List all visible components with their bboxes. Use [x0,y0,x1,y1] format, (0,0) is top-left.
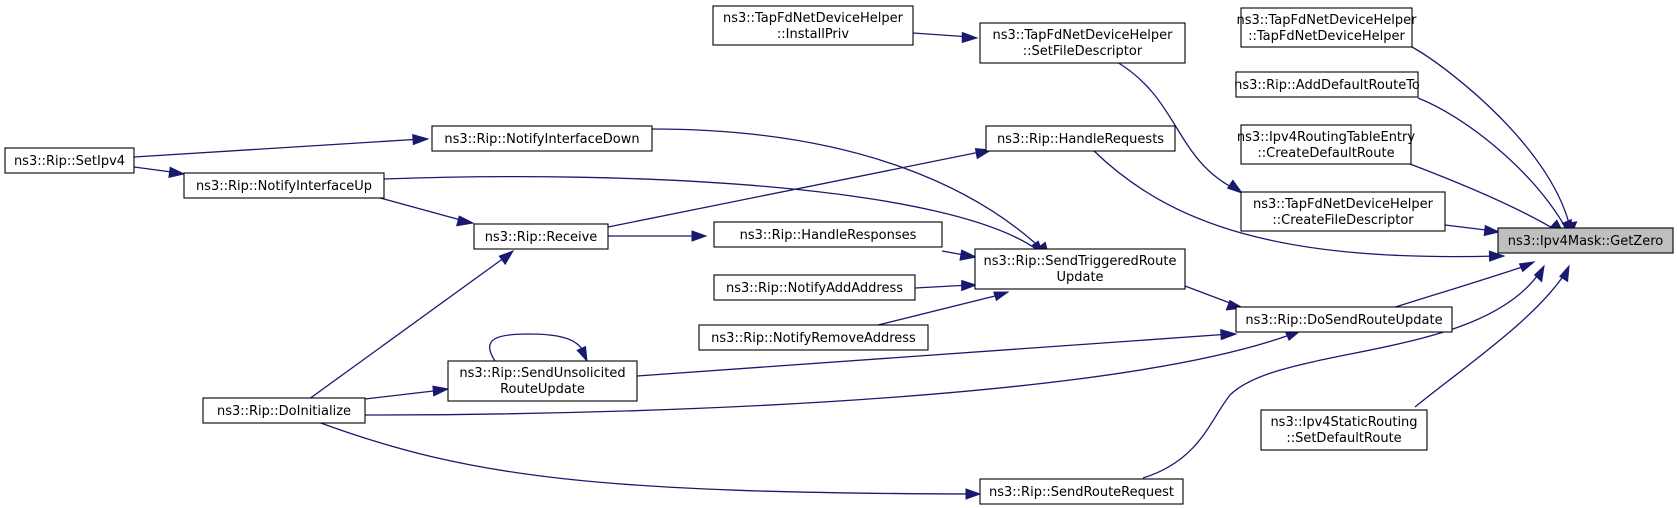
node-sendunsolicited-label-2: RouteUpdate [500,382,585,397]
node-createdefault-label-1: ns3::Ipv4RoutingTableEntry [1237,130,1415,145]
node-rip-doinitialize[interactable]: ns3::Rip::DoInitialize [202,397,366,424]
edge-dosend-to-getzero [1385,261,1536,311]
edge-sendtriggered-to-dosend [1184,285,1245,311]
node-createfd-label-1: ns3::TapFdNetDeviceHelper [1253,197,1434,212]
edge-sendrouterequest-to-getzero [1142,264,1545,479]
node-setfd-label-2: ::SetFileDescriptor [1023,44,1143,59]
node-setfd-label-1: ns3::TapFdNetDeviceHelper [992,28,1173,43]
edge-installpriv-to-setfd [912,31,979,44]
edge-setdefault-to-getzero [1414,264,1570,408]
node-ipv4staticrouting-setdefaultroute[interactable]: ns3::Ipv4StaticRouting ::SetDefaultRoute [1260,409,1428,451]
node-handleresponses-label: ns3::Rip::HandleResponses [740,228,917,243]
edge-sendunsolicited-to-dosend [636,328,1238,377]
node-getzero-label: ns3::Ipv4Mask::GetZero [1508,234,1663,249]
edge-doinitialize-to-receive [304,250,515,403]
node-tapctor-label-2: ::TapFdNetDeviceHelper [1248,29,1405,44]
node-sendtriggered-label-1: ns3::Rip::SendTriggeredRoute [984,254,1177,269]
edge-setfd-to-createfd [1116,61,1244,194]
node-setipv4-label: ns3::Rip::SetIpv4 [14,154,125,169]
edge-handleresponses-to-sendtriggered [941,249,978,261]
node-rip-sendrouterequest[interactable]: ns3::Rip::SendRouteRequest [979,478,1184,505]
node-doinitialize-label: ns3::Rip::DoInitialize [217,404,351,419]
node-rip-handlerequests[interactable]: ns3::Rip::HandleRequests [985,125,1176,152]
node-tapctor-label-1: ns3::TapFdNetDeviceHelper [1236,13,1417,28]
node-rip-notifyaddaddress[interactable]: ns3::Rip::NotifyAddAddress [713,274,916,301]
node-createdefault-label-2: ::CreateDefaultRoute [1257,146,1394,161]
node-receive-label: ns3::Rip::Receive [485,230,598,245]
node-rip-receive[interactable]: ns3::Rip::Receive [473,223,609,250]
node-installpriv-label-1: ns3::TapFdNetDeviceHelper [723,11,904,26]
node-sendrouterequest-label: ns3::Rip::SendRouteRequest [989,485,1174,500]
node-dosend-label: ns3::Rip::DoSendRouteUpdate [1245,313,1442,328]
edge-receive-to-handleresponses [608,230,708,242]
edge-doinitialize-to-sendunsolicited [364,385,450,400]
node-rip-adddefaultrouteto[interactable]: ns3::Rip::AddDefaultRouteTo [1234,71,1420,98]
edge-setipv4-to-notifyifdown [133,133,430,158]
node-installpriv-label-2: ::InstallPriv [777,27,849,42]
edge-doinitialize-to-sendrouterequest [317,421,982,500]
node-tapfdnetdevicehelper-createfiledescriptor[interactable]: ns3::TapFdNetDeviceHelper ::CreateFileDe… [1240,191,1446,232]
node-tapfdnetdevicehelper-setfiledescriptor[interactable]: ns3::TapFdNetDeviceHelper ::SetFileDescr… [979,22,1186,64]
node-rip-notifyinterfacedown[interactable]: ns3::Rip::NotifyInterfaceDown [431,125,653,152]
node-adddefault-label: ns3::Rip::AddDefaultRouteTo [1234,78,1420,93]
node-rip-sendunsolicitedrouteupdate[interactable]: ns3::Rip::SendUnsolicited RouteUpdate [447,360,638,402]
node-handlerequests-label: ns3::Rip::HandleRequests [997,132,1164,147]
node-notifyifdown-label: ns3::Rip::NotifyInterfaceDown [444,132,639,147]
node-createfd-label-2: ::CreateFileDescriptor [1272,213,1414,228]
node-sendtriggered-label-2: Update [1056,270,1103,285]
node-rip-sendtriggeredrouteupdate[interactable]: ns3::Rip::SendTriggeredRoute Update [974,248,1186,290]
edge-notifyaddaddress-to-sendtriggered [914,279,978,292]
node-rip-notifyinterfaceup[interactable]: ns3::Rip::NotifyInterfaceUp [183,172,385,199]
node-notifyremoveaddress-label: ns3::Rip::NotifyRemoveAddress [711,331,916,346]
edge-sendunsolicited-self-loop [489,333,588,363]
node-notifyaddaddress-label: ns3::Rip::NotifyAddAddress [726,281,903,296]
edge-setipv4-to-notifyifup [133,166,186,178]
node-setdefault-label-1: ns3::Ipv4StaticRouting [1270,415,1417,430]
node-ipv4routingtableentry-createdefaultroute[interactable]: ns3::Ipv4RoutingTableEntry ::CreateDefau… [1237,124,1415,165]
node-ipv4mask-getzero[interactable]: ns3::Ipv4Mask::GetZero [1497,227,1674,254]
node-tapfdnetdevicehelper-installpriv[interactable]: ns3::TapFdNetDeviceHelper ::InstallPriv [712,5,914,46]
node-rip-notifyremoveaddress[interactable]: ns3::Rip::NotifyRemoveAddress [698,324,929,351]
node-rip-dosendrouteupdate[interactable]: ns3::Rip::DoSendRouteUpdate [1235,306,1453,333]
node-setdefault-label-2: ::SetDefaultRoute [1286,431,1401,446]
edge-handlerequests-to-getzero [1092,149,1506,262]
node-notifyifup-label: ns3::Rip::NotifyInterfaceUp [196,179,372,194]
node-rip-setipv4[interactable]: ns3::Rip::SetIpv4 [4,147,135,174]
node-tapfdnetdevicehelper-ctor[interactable]: ns3::TapFdNetDeviceHelper ::TapFdNetDevi… [1236,7,1417,48]
edge-createfd-to-getzero [1444,224,1501,237]
node-rip-handleresponses[interactable]: ns3::Rip::HandleResponses [713,221,943,248]
edge-receive-to-handlerequests [607,148,993,228]
node-sendunsolicited-label-1: ns3::Rip::SendUnsolicited [459,366,625,381]
edge-notifyremoveaddress-to-sendtriggered [873,291,1010,327]
